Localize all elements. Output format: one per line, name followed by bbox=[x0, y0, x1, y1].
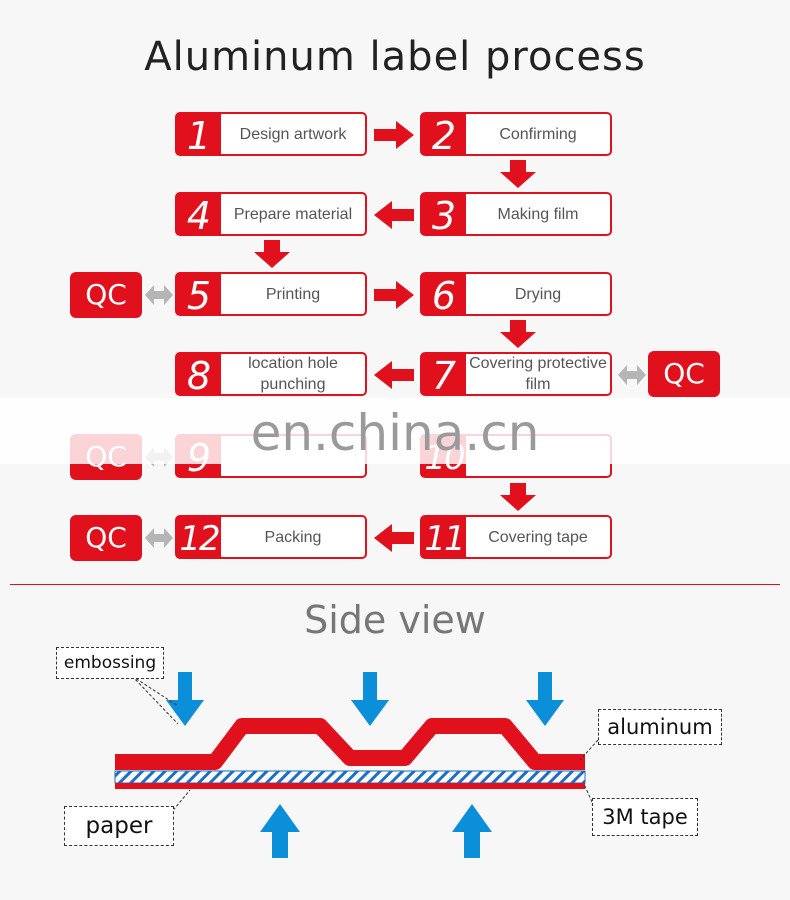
step-number: 1 bbox=[177, 114, 221, 158]
arrow-down-icon bbox=[500, 320, 536, 348]
double-arrow-icon bbox=[618, 365, 646, 385]
tape-label: 3M tape bbox=[592, 798, 698, 836]
step-number: 7 bbox=[422, 354, 466, 398]
arrow-right-icon bbox=[374, 121, 414, 149]
press-arrow-icon bbox=[166, 672, 564, 726]
step-11: 11 Covering tape bbox=[420, 515, 612, 559]
double-arrow-icon bbox=[145, 285, 173, 305]
step-label: Drying bbox=[514, 285, 562, 303]
step-label: Printing bbox=[265, 285, 321, 303]
aluminum-layer bbox=[115, 718, 585, 770]
arrow-down-icon bbox=[500, 160, 536, 188]
paper-label: paper bbox=[64, 806, 174, 846]
step-4: 4 Prepare material bbox=[175, 192, 367, 238]
press-arrow-icon bbox=[260, 804, 492, 858]
watermark-text: en.china.cn bbox=[250, 404, 540, 462]
qc-badge: QC bbox=[70, 272, 142, 318]
step-number: 2 bbox=[422, 114, 466, 158]
step-label: Packing bbox=[264, 528, 322, 546]
tape-layer bbox=[114, 770, 586, 784]
arrow-down-icon bbox=[254, 240, 290, 268]
step-8: 8 location hole punching bbox=[175, 352, 367, 398]
page-title: Aluminum label process bbox=[144, 34, 646, 80]
step-number: 11 bbox=[422, 517, 466, 559]
watermark-band bbox=[0, 398, 790, 464]
step-number: 5 bbox=[177, 274, 221, 318]
step-1: 1 Design artwork bbox=[175, 112, 367, 158]
paper-layer bbox=[115, 783, 585, 789]
step-label: Prepare material bbox=[233, 205, 353, 223]
step-12: 12 Packing bbox=[175, 515, 367, 559]
step-7: 7 Covering protective film bbox=[420, 352, 612, 398]
embossing-label: embossing bbox=[56, 647, 164, 679]
double-arrow-icon bbox=[145, 528, 173, 548]
step-label: Covering tape bbox=[488, 528, 588, 546]
step-number: 6 bbox=[422, 274, 466, 318]
step-label: Covering protective film bbox=[469, 355, 607, 393]
qc-badge: QC bbox=[70, 515, 142, 561]
arrow-down-icon bbox=[500, 483, 536, 511]
step-label: location hole punching bbox=[248, 355, 338, 393]
arrow-left-icon bbox=[374, 361, 414, 389]
section-divider bbox=[10, 584, 780, 585]
step-number: 4 bbox=[177, 194, 221, 238]
arrow-left-icon bbox=[374, 524, 414, 552]
step-label: Making film bbox=[497, 205, 579, 223]
step-5: 5 Printing bbox=[175, 272, 367, 318]
step-number: 8 bbox=[177, 354, 221, 398]
step-label: Confirming bbox=[499, 125, 577, 143]
step-6: 6 Drying bbox=[420, 272, 612, 318]
step-3: 3 Making film bbox=[420, 192, 612, 238]
aluminum-label: aluminum bbox=[598, 709, 722, 745]
step-label: Design artwork bbox=[239, 125, 347, 143]
step-number: 12 bbox=[177, 517, 221, 559]
arrow-right-icon bbox=[374, 281, 414, 309]
side-view-diagram bbox=[114, 672, 599, 858]
step-number: 3 bbox=[422, 194, 466, 238]
arrow-left-icon bbox=[374, 201, 414, 229]
step-2: 2 Confirming bbox=[420, 112, 612, 158]
side-view-title: Side view bbox=[304, 598, 486, 642]
qc-badge: QC bbox=[648, 351, 720, 397]
